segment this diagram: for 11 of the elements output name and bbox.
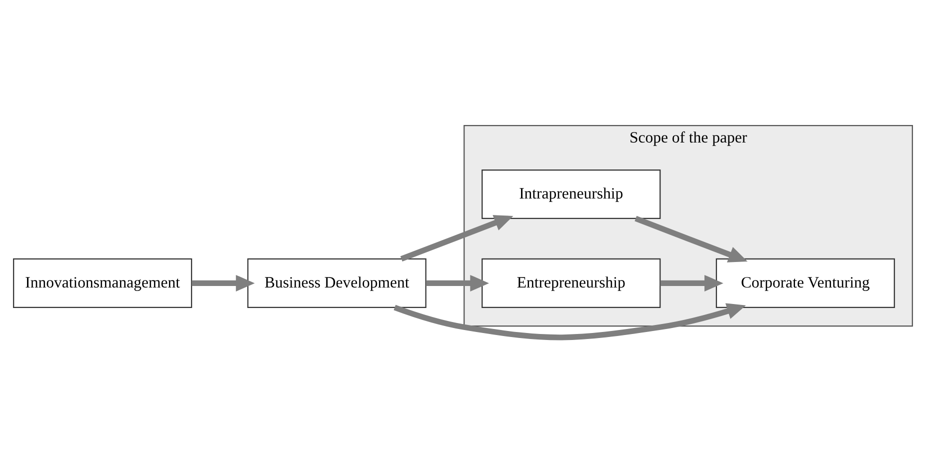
node-box: Corporate Venturing — [716, 258, 895, 308]
node-box: Business Development — [247, 258, 426, 308]
node-box: Intrapreneurship — [482, 168, 661, 218]
arrow — [400, 214, 514, 262]
arrow — [192, 274, 255, 291]
node-box: Entrepreneurship — [482, 258, 661, 308]
arrow — [660, 274, 724, 291]
arrow — [394, 302, 746, 340]
arrow — [426, 274, 490, 291]
node-box: Innovationsmanagement — [13, 258, 192, 308]
arrow — [634, 215, 748, 262]
